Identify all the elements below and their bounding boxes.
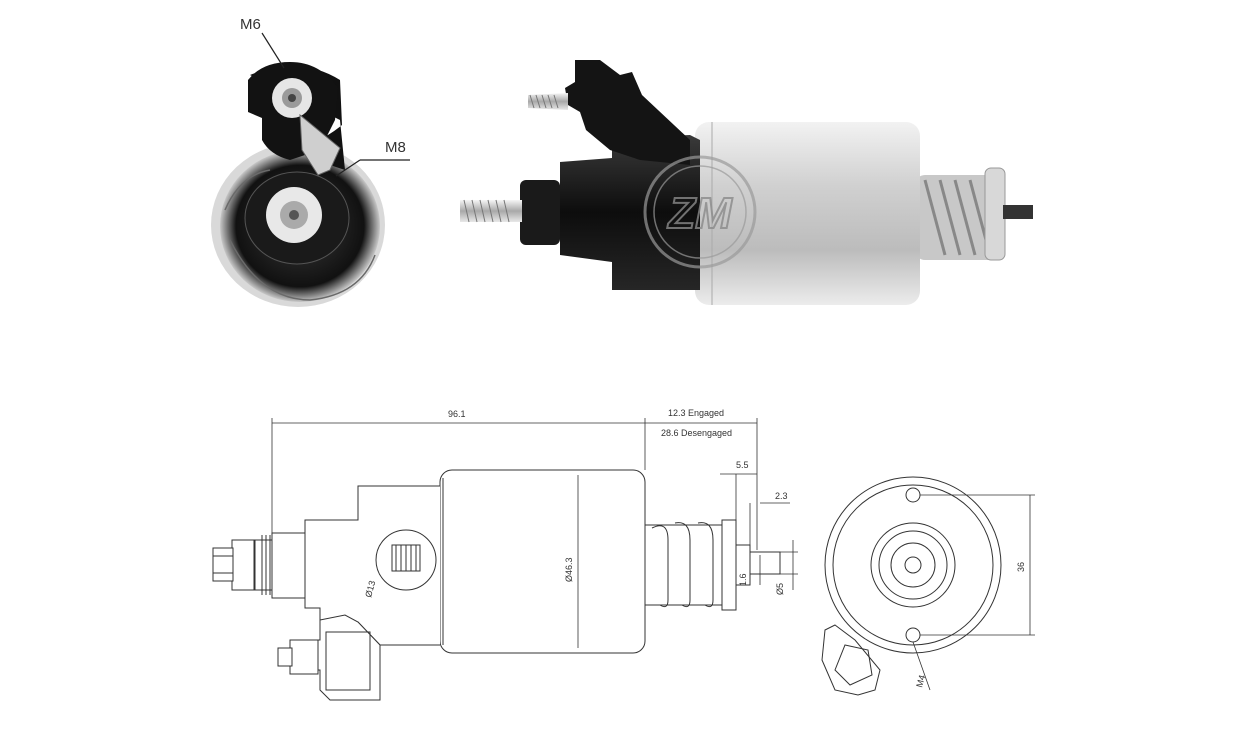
photo-end-view: M6 M8 — [211, 16, 410, 307]
dim-overall-length: 96.1 — [448, 409, 466, 419]
dim-end-thread: M4 — [914, 674, 927, 689]
drawing-end-view — [821, 476, 1002, 696]
dim-plunger-diameter: Ø5 — [775, 583, 785, 595]
dim-hole-spacing: 36 — [1016, 562, 1026, 572]
svg-text:ZM: ZM — [666, 189, 733, 238]
label-m8: M8 — [385, 139, 406, 156]
dim-body-diameter: Ø46.3 — [564, 557, 574, 582]
dimension-labels-end: 36 M4 — [914, 562, 1026, 689]
dim-stroke-disengaged: 28.6 Desengaged — [661, 428, 732, 438]
dim-stroke-engaged: 12.3 Engaged — [668, 408, 724, 418]
dim-plunger-slot: 1.6 — [738, 573, 748, 586]
dimensions-side — [271, 418, 798, 648]
dimension-labels-side: 96.1 12.3 Engaged 28.6 Desengaged 5.5 2.… — [363, 408, 787, 599]
dim-2-3: 2.3 — [775, 491, 788, 501]
photo-side-view: ZM — [460, 60, 1033, 305]
label-m6: M6 — [240, 16, 261, 33]
dimensions-end — [912, 494, 1035, 691]
drawing-side-view — [212, 469, 781, 701]
dim-5-5: 5.5 — [736, 460, 749, 470]
dim-connector-diameter: Ø13 — [363, 579, 377, 598]
